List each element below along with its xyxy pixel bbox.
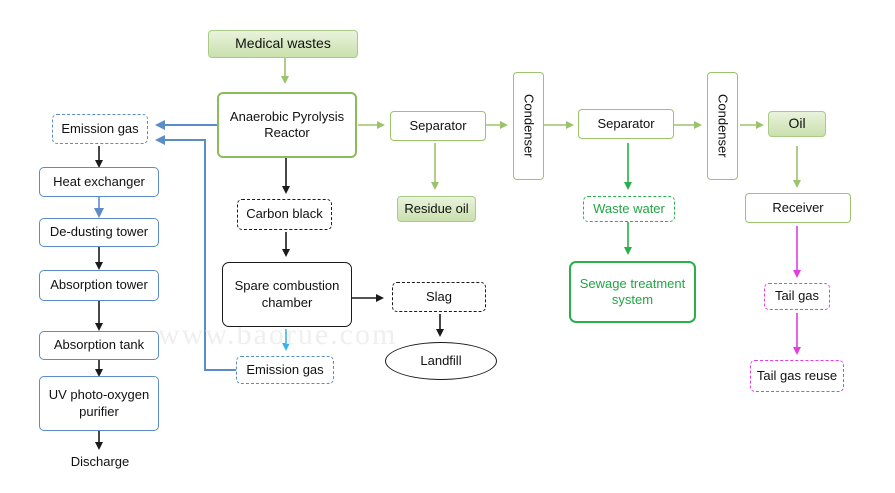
receiver-box: Receiver [745, 193, 851, 223]
slag-box: Slag [392, 282, 486, 312]
pyrolysis-reactor-box: Anaerobic Pyrolysis Reactor [217, 92, 357, 158]
condenser-1-box: Condenser [513, 72, 544, 180]
carbon-black-box: Carbon black [237, 199, 332, 230]
spare-combustion-box: Spare combustion chamber [222, 262, 352, 327]
tail-gas-reuse-box: Tail gas reuse [750, 360, 844, 392]
sewage-treatment-box: Sewage treatment system [569, 261, 696, 323]
absorption-tank-box: Absorption tank [39, 331, 159, 360]
separator-2-box: Separator [578, 109, 674, 139]
oil-box: Oil [768, 111, 826, 137]
emission-gas-top-box: Emission gas [52, 114, 148, 144]
dedusting-tower-box: De-dusting tower [39, 218, 159, 247]
residue-oil-box: Residue oil [397, 196, 476, 222]
landfill-oval: Landfill [385, 342, 497, 380]
medical-wastes-box: Medical wastes [208, 30, 358, 58]
discharge-label: Discharge [70, 453, 130, 469]
absorption-tower-box: Absorption tower [39, 270, 159, 301]
heat-exchanger-box: Heat exchanger [39, 167, 159, 197]
arrow-emission-lower-to-top [155, 135, 236, 371]
separator-1-box: Separator [390, 111, 486, 141]
condenser-2-label: Condenser [715, 94, 731, 158]
tail-gas-box: Tail gas [764, 283, 830, 310]
emission-gas-lower-box: Emission gas [236, 356, 334, 384]
uv-purifier-box: UV photo-oxygen purifier [39, 376, 159, 431]
condenser-2-box: Condenser [707, 72, 738, 180]
waste-water-box: Waste water [583, 196, 675, 222]
condenser-1-label: Condenser [521, 94, 537, 158]
